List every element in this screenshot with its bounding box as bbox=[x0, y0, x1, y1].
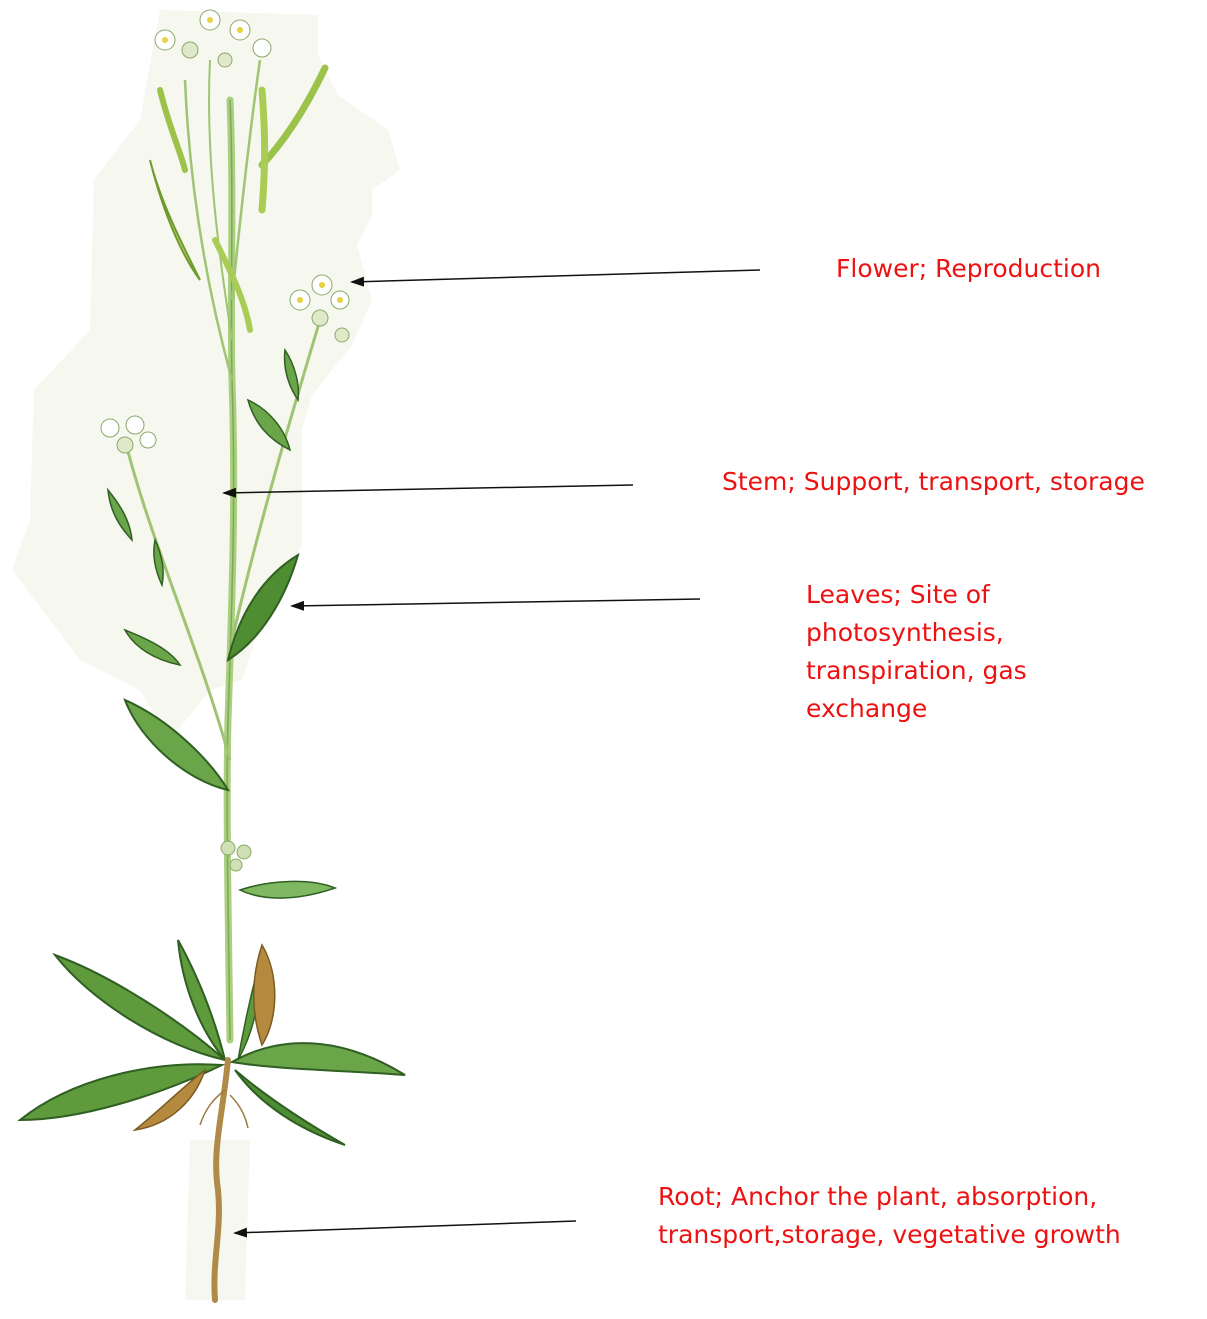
flower-label: Flower; Reproduction bbox=[836, 250, 1101, 288]
leaf bbox=[240, 881, 335, 898]
flower-pointer-arrow bbox=[352, 270, 760, 282]
leaves-pointer-arrow bbox=[292, 599, 700, 606]
dry-leaf bbox=[254, 945, 275, 1045]
stem-label: Stem; Support, transport, storage bbox=[722, 463, 1145, 501]
root-label: Root; Anchor the plant, absorption, tran… bbox=[658, 1178, 1198, 1254]
rosette-leaf bbox=[232, 1043, 405, 1075]
leaves-label: Leaves; Site of photosynthesis, transpir… bbox=[806, 576, 1106, 728]
background-patch bbox=[12, 10, 400, 740]
rosette-leaf bbox=[235, 1070, 345, 1145]
root-pointer-arrow bbox=[235, 1221, 576, 1233]
root-hair bbox=[230, 1095, 248, 1128]
seed-pod bbox=[262, 90, 265, 210]
